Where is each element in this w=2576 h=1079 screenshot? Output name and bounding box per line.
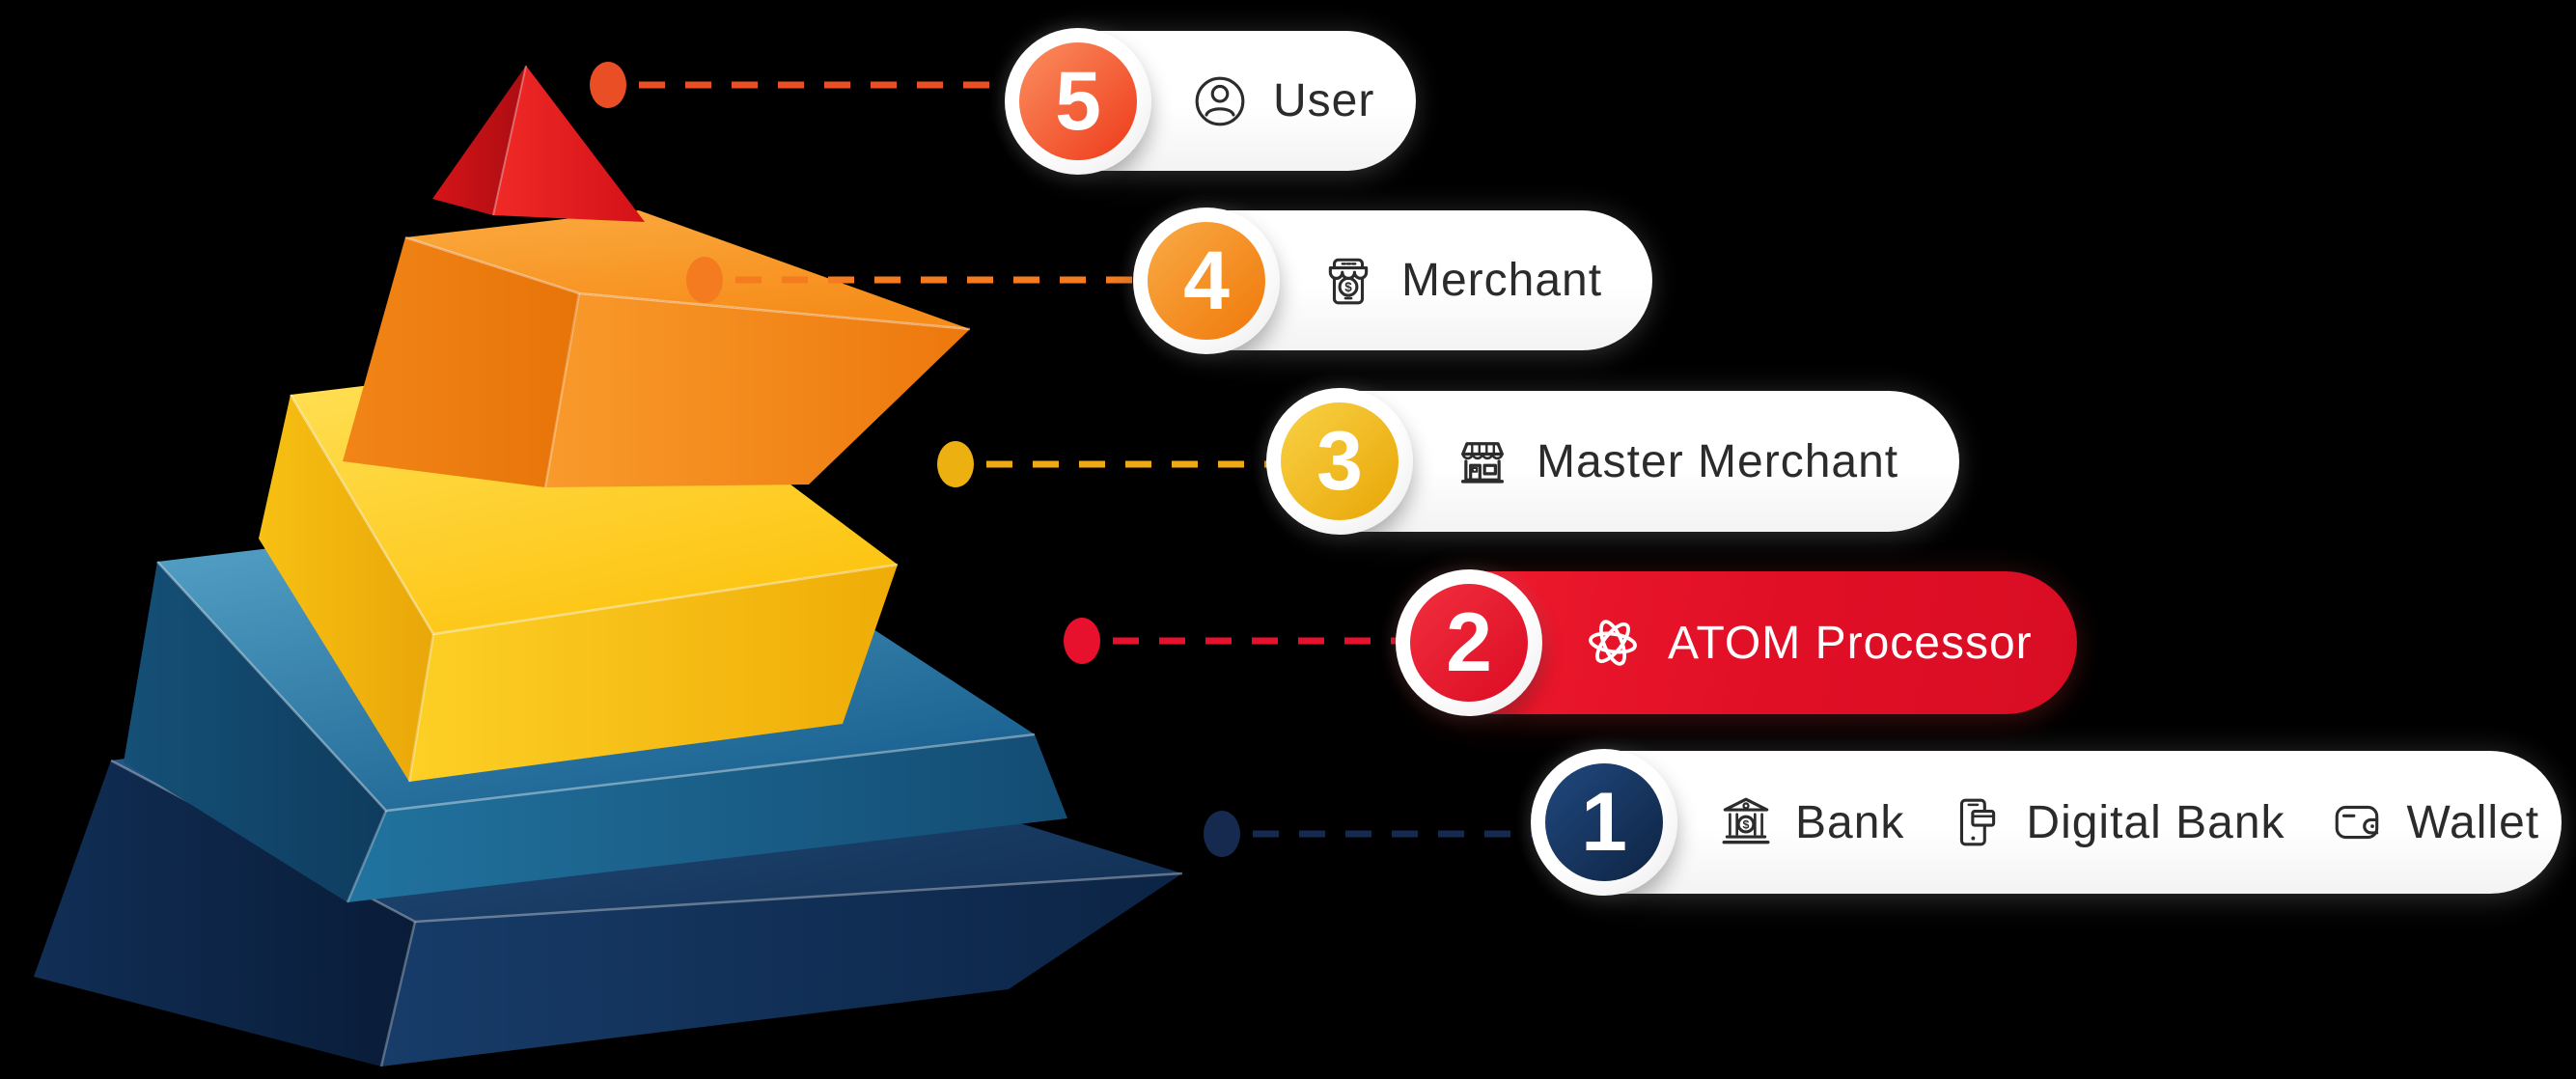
legend-item-wallet: Wallet bbox=[2330, 794, 2540, 850]
badge-1-number: 1 bbox=[1545, 763, 1663, 881]
legend-row-master-merchant: 3 Master Merchant bbox=[1266, 388, 1959, 535]
badge-5-number: 5 bbox=[1019, 42, 1137, 160]
master-merchant-icon bbox=[1460, 442, 1505, 484]
pyramid-layer-5-user bbox=[432, 65, 645, 222]
badge-4-number: 4 bbox=[1148, 221, 1265, 340]
user-icon bbox=[1195, 76, 1245, 125]
merchant-icon: $ bbox=[1328, 258, 1369, 304]
badge-5: 5 bbox=[1005, 27, 1151, 175]
badge-2-number: 2 bbox=[1410, 584, 1528, 702]
bank-icon: $ bbox=[1722, 797, 1770, 844]
badge-3-number: 3 bbox=[1281, 402, 1399, 520]
pyramid-layer-4-merchant bbox=[343, 210, 971, 488]
badge-2: 2 bbox=[1396, 569, 1542, 716]
legend-label-master-merchant: Master Merchant bbox=[1537, 435, 1899, 487]
svg-text:$: $ bbox=[1344, 279, 1352, 293]
legend-label-wallet: Wallet bbox=[2406, 796, 2540, 848]
wallet-icon bbox=[2335, 805, 2378, 840]
atom-icon bbox=[1589, 620, 1637, 666]
legend-label-digital-bank: Digital Bank bbox=[2026, 796, 2285, 848]
svg-text:$: $ bbox=[1743, 818, 1750, 832]
legend-row-atom-processor: 2 ATOM Processor bbox=[1396, 569, 2077, 716]
digital-bank-icon bbox=[1960, 798, 1996, 846]
legend-label-bank: Bank bbox=[1795, 796, 1905, 848]
badge-1: 1 bbox=[1531, 749, 1677, 896]
pyramid-graphic bbox=[34, 65, 1183, 1067]
legend-row-user: 5 User bbox=[1005, 27, 1416, 175]
legend-row-merchant: 4 $ Merchant bbox=[1133, 207, 1652, 354]
badge-4: 4 bbox=[1133, 207, 1280, 354]
legend-item-bank: $ Bank bbox=[1718, 794, 1904, 850]
legend-row-bank-group: 1 $ Bank bbox=[1531, 749, 2562, 896]
legend-label-merchant: Merchant bbox=[1401, 255, 1603, 306]
legend-label-atom-processor: ATOM Processor bbox=[1668, 617, 2033, 669]
badge-3: 3 bbox=[1266, 388, 1413, 535]
legend-item-digital-bank: Digital Bank bbox=[1949, 794, 2285, 850]
legend-label-user: User bbox=[1273, 75, 1375, 126]
